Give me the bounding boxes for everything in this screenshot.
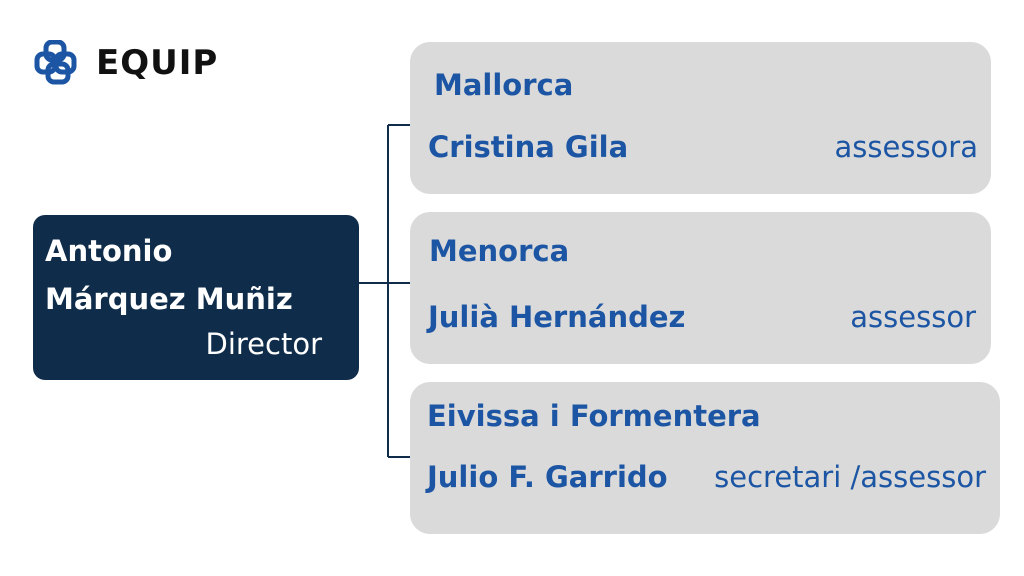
team-person: Julio F. Garrido — [427, 460, 668, 494]
team-region: Mallorca — [434, 68, 574, 102]
director-name-line2: Márquez Muñiz — [45, 282, 293, 316]
director-name: Antonio Márquez Muñiz — [45, 227, 350, 323]
logo-icon — [34, 40, 84, 86]
director-card: Antonio Márquez Muñiz Director — [33, 215, 359, 380]
team-role: assessora — [834, 130, 979, 164]
page-title: EQUIP — [96, 43, 219, 83]
team-card-menorca: Menorca Julià Hernández assessor — [410, 212, 991, 364]
director-name-line1: Antonio — [45, 234, 173, 268]
team-role: assessor — [850, 300, 976, 334]
team-person: Cristina Gila — [428, 130, 629, 164]
team-region: Eivissa i Formentera — [427, 399, 761, 433]
team-card-mallorca: Mallorca Cristina Gila assessora — [410, 42, 991, 194]
header-logo: EQUIP — [34, 40, 218, 86]
team-role: secretari /assessor — [714, 460, 986, 494]
director-role: Director — [205, 327, 323, 361]
team-person: Julià Hernández — [428, 300, 686, 334]
team-region: Menorca — [429, 234, 570, 268]
team-card-eivissa-formentera: Eivissa i Formentera Julio F. Garrido se… — [410, 382, 1000, 534]
